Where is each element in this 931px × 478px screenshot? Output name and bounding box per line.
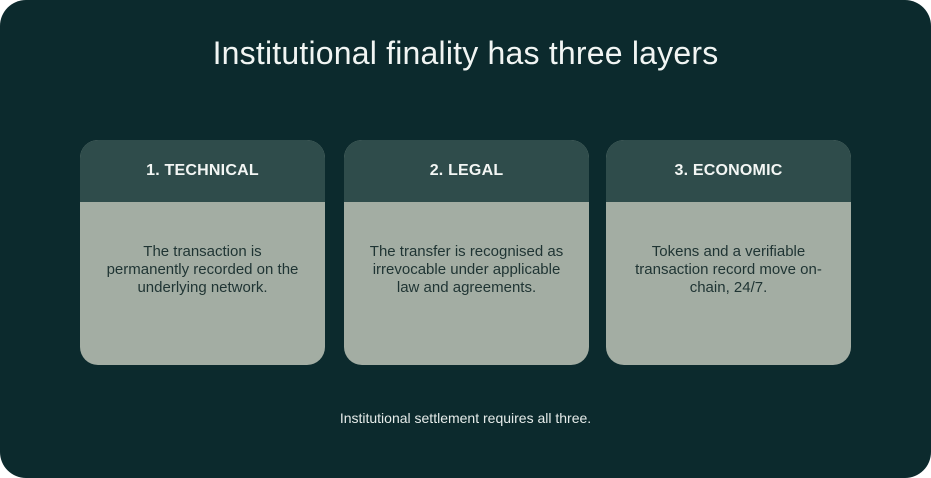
layer-description: Tokens and a verifiable transaction reco… <box>635 243 822 296</box>
footer-note: Institutional settlement requires all th… <box>339 410 592 426</box>
layer-card-legal: 2. LEGAL The transfer is recognised as i… <box>344 140 589 365</box>
diagram-title: Institutional finality has three layers <box>212 35 719 71</box>
layer-card-header: 3. ECONOMIC <box>606 140 851 202</box>
layer-description: The transfer is recognised as irrevocabl… <box>369 243 564 296</box>
layer-heading: 3. ECONOMIC <box>674 162 783 179</box>
layer-card-economic: 3. ECONOMIC Tokens and a verifiable tran… <box>606 140 851 365</box>
layer-card-header: 2. LEGAL <box>344 140 589 202</box>
layer-card-header: 1. TECHNICAL <box>80 140 325 202</box>
layer-heading: 2. LEGAL <box>429 162 504 179</box>
layer-description: The transaction is permanently recorded … <box>106 243 299 296</box>
layer-card-technical: 1. TECHNICAL The transaction is permanen… <box>80 140 325 365</box>
layer-heading: 1. TECHNICAL <box>146 162 259 179</box>
